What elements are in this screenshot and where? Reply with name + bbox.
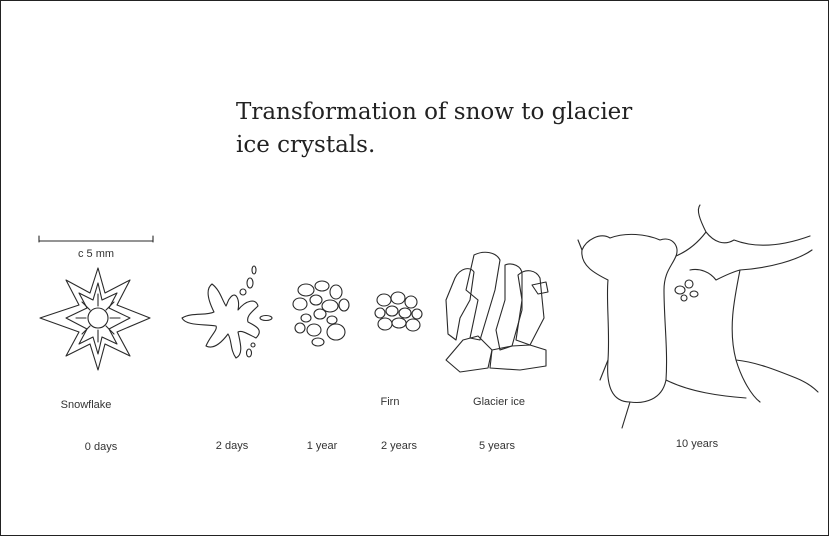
stage-age-0-days: 0 days (85, 441, 117, 453)
stage-age-2-years: 2 years (381, 440, 417, 452)
stage-age-5-years: 5 years (479, 440, 515, 452)
stage-age-1-year: 1 year (307, 440, 338, 452)
one-year-grains (293, 281, 349, 346)
firn-grains (375, 292, 422, 331)
stage-age-10-years: 10 years (676, 438, 718, 450)
glacier-ice-crystals (446, 252, 548, 372)
snowflake-crystal (40, 268, 150, 370)
ten-year-crystals (578, 205, 818, 428)
stage-age-2-days: 2 days (216, 440, 248, 452)
scale-bar (39, 236, 153, 242)
stage-name-glacier-ice: Glacier ice (473, 396, 525, 408)
stage-name-snowflake: Snowflake (61, 399, 112, 411)
two-days-crystal (182, 266, 272, 358)
scale-label: c 5 mm (78, 248, 114, 260)
stage-name-firn: Firn (381, 396, 400, 408)
